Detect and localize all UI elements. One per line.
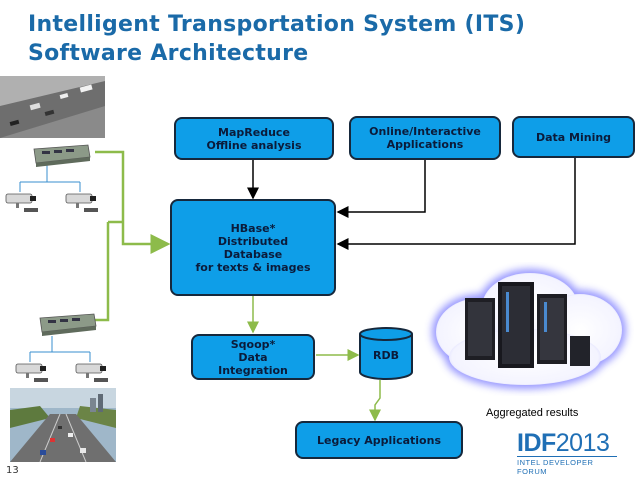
data-mining-box: Data Mining <box>512 116 635 158</box>
idf-logo-year: 2013 <box>555 429 610 457</box>
sqoop-box: Sqoop* Data Integration <box>191 334 315 380</box>
camera-icon <box>5 193 38 212</box>
mapreduce-label: MapReduce Offline analysis <box>206 125 302 152</box>
rdb-cylinder <box>359 327 413 380</box>
camera-icon <box>65 193 98 212</box>
highway-photo-bottom <box>10 388 116 462</box>
sqoop-label: Sqoop* Data Integration <box>218 337 288 377</box>
idf-logo-main: IDF2013 <box>517 430 627 456</box>
slide-title: Intelligent Transportation System (ITS) … <box>28 10 525 68</box>
network-hub-lower-icon <box>39 313 97 336</box>
link-upper-hub-hbase <box>95 150 171 254</box>
arrow-datamining-hbase <box>336 158 576 250</box>
online-interactive-box: Online/Interactive Applications <box>349 116 501 160</box>
camera-icon <box>75 363 108 382</box>
title-line-1: Intelligent Transportation System (ITS) <box>28 12 526 37</box>
idf-logo-sub: INTEL DEVELOPER FORUM <box>517 456 617 476</box>
cloud-servers-icon <box>432 269 626 389</box>
road-photo-top <box>0 76 105 138</box>
idf-logo-prefix: IDF <box>517 429 556 457</box>
online-interactive-label: Online/Interactive Applications <box>369 125 481 151</box>
link-lower-hub-hbase <box>95 222 110 322</box>
aggregated-results-caption: Aggregated results <box>486 407 579 419</box>
data-mining-label: Data Mining <box>535 130 612 144</box>
hbase-box: HBase* Distributed Database for texts & … <box>170 199 336 296</box>
arrow-rdb-legacy <box>369 380 381 422</box>
rdb-label: RDB <box>373 348 399 362</box>
arrow-online-hbase <box>336 160 426 218</box>
legacy-applications-label: Legacy Applications <box>317 433 441 447</box>
camera-icon <box>15 363 48 382</box>
legacy-applications-box: Legacy Applications <box>295 421 463 459</box>
idf2013-logo: IDF2013 INTEL DEVELOPER FORUM <box>517 430 627 476</box>
mapreduce-box: MapReduce Offline analysis <box>174 117 334 160</box>
network-hub-upper-icon <box>33 144 91 167</box>
hbase-label: HBase* Distributed Database for texts & … <box>195 221 311 274</box>
rdb-label-box: RDB <box>362 340 410 370</box>
title-line-2: Software Architecture <box>28 41 309 66</box>
slide-number: 13 <box>6 465 19 476</box>
